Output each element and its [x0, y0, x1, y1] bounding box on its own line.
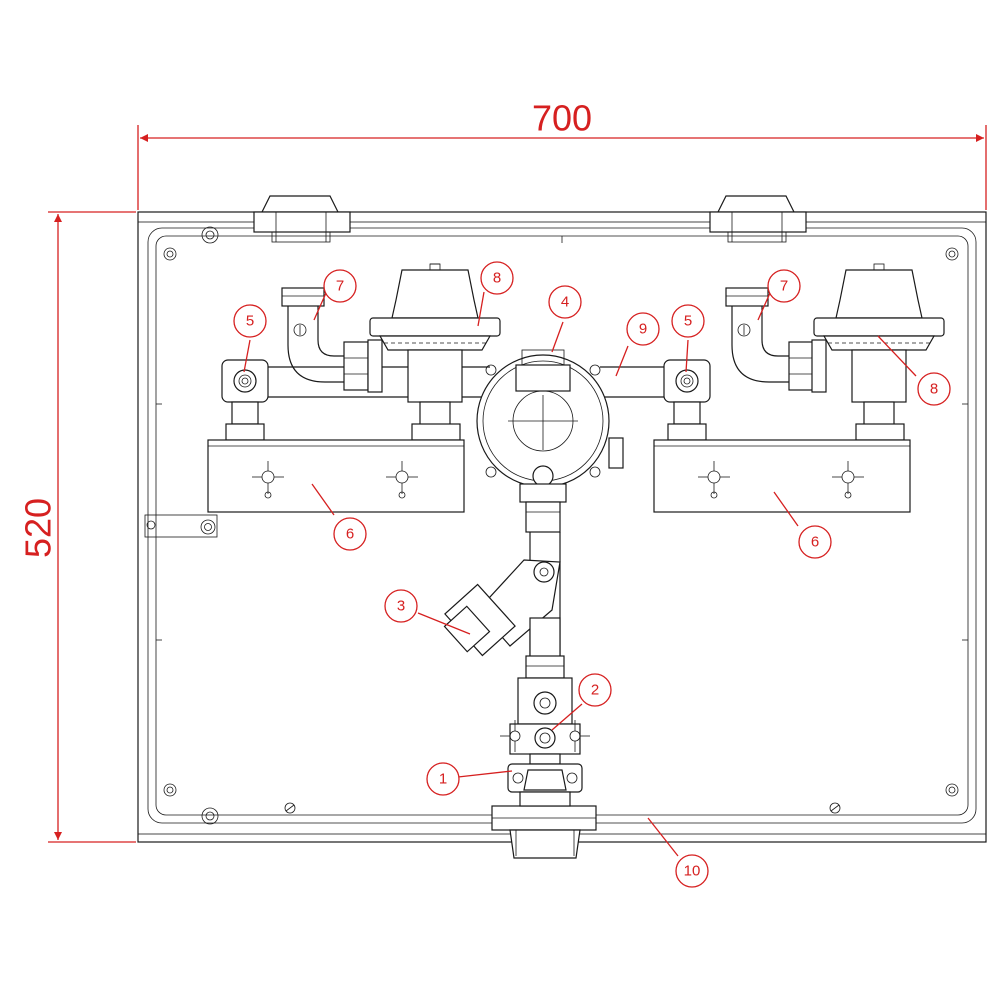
left-elbow-pipe	[281, 287, 369, 391]
callout-10-label: 10	[684, 863, 701, 880]
callout-7-right-label: 7	[780, 278, 788, 295]
y-strainer	[443, 559, 561, 659]
callout-1: 1	[426, 762, 460, 796]
width-dimension-label: 700	[532, 98, 592, 139]
height-dimension: 520	[18, 211, 136, 843]
width-dimension: 700	[137, 98, 987, 210]
callout-7-left: 7	[323, 269, 357, 303]
callout-6-right-label: 6	[811, 534, 819, 551]
callout-3-label: 3	[397, 598, 405, 615]
right-plate-bolt-2	[832, 461, 864, 499]
changeover-valve	[476, 349, 624, 503]
callout-6-left: 6	[333, 517, 367, 551]
callout-8-left-label: 8	[493, 270, 501, 287]
left-mounting-plate	[207, 439, 465, 513]
right-regulator	[811, 263, 945, 441]
callout-7-left-label: 7	[336, 278, 344, 295]
callout-5-left-label: 5	[246, 313, 254, 330]
callout-7-right: 7	[767, 269, 801, 303]
callout-10: 10	[675, 854, 709, 888]
left-ball-valve	[221, 359, 269, 441]
side-notches	[156, 236, 968, 641]
callout-leaders	[243, 291, 917, 857]
left-plate-bolt-2	[386, 461, 418, 499]
right-mounting-plate	[653, 439, 911, 513]
inlet-valve-assembly	[500, 655, 590, 807]
callout-9-label: 9	[639, 321, 647, 338]
callout-6-right: 6	[798, 525, 832, 559]
callout-3: 3	[384, 589, 418, 623]
callout-5-left: 5	[233, 304, 267, 338]
left-regulator	[367, 263, 501, 441]
callout-6-left-label: 6	[346, 526, 354, 543]
callout-4-label: 4	[561, 294, 569, 311]
inlet-side-bolt-left	[500, 720, 521, 752]
right-ball-valve	[663, 359, 711, 441]
bottom-inlet-gland	[491, 805, 597, 859]
callout-5-right: 5	[671, 304, 705, 338]
callout-8-right: 8	[917, 372, 951, 406]
right-elbow-pipe	[725, 287, 814, 391]
cabinet-enclosure	[137, 195, 987, 859]
left-plate-bolt-1	[252, 461, 284, 499]
height-dimension-label: 520	[18, 498, 59, 558]
callout-5-right-label: 5	[684, 313, 692, 330]
right-plate-bolt-1	[698, 461, 730, 499]
callout-2-label: 2	[591, 682, 599, 699]
callout-4: 4	[548, 285, 582, 319]
callout-1-label: 1	[439, 771, 447, 788]
callout-8-right-label: 8	[930, 381, 938, 398]
corner-screws	[144, 226, 959, 825]
top-hinge-right	[709, 195, 807, 243]
callout-8-left: 8	[480, 261, 514, 295]
callout-9: 9	[626, 312, 660, 346]
callout-2: 2	[578, 673, 612, 707]
top-hinge-left	[253, 195, 351, 243]
inlet-side-bolt-right	[569, 720, 590, 752]
